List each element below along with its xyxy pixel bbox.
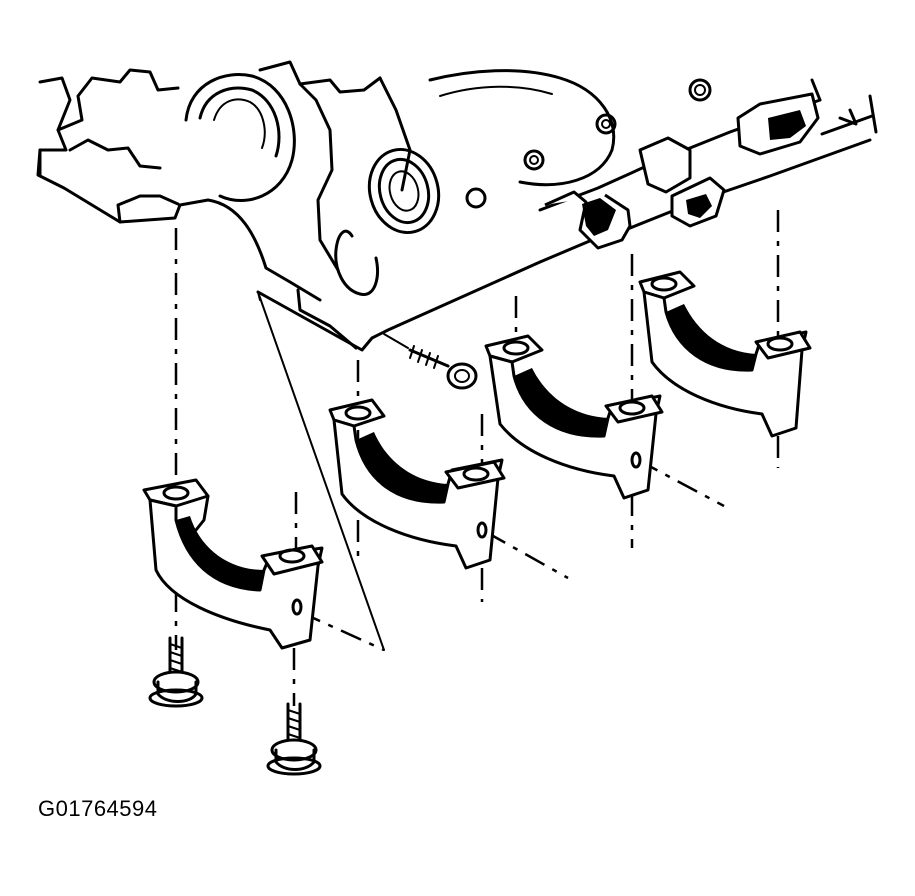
cap-bolt-left-icon [148, 636, 204, 708]
main-bearing-cap-4 [638, 270, 812, 438]
main-bearing-cap-2 [328, 398, 506, 570]
main-bearing-cap-3 [484, 334, 664, 500]
side-bolt-icon [383, 333, 478, 390]
figure-code-label: G01764594 [38, 796, 158, 821]
engine-block [36, 60, 878, 352]
main-bearing-cap-1 [142, 478, 324, 650]
cap-bolt-right-icon [266, 702, 322, 776]
